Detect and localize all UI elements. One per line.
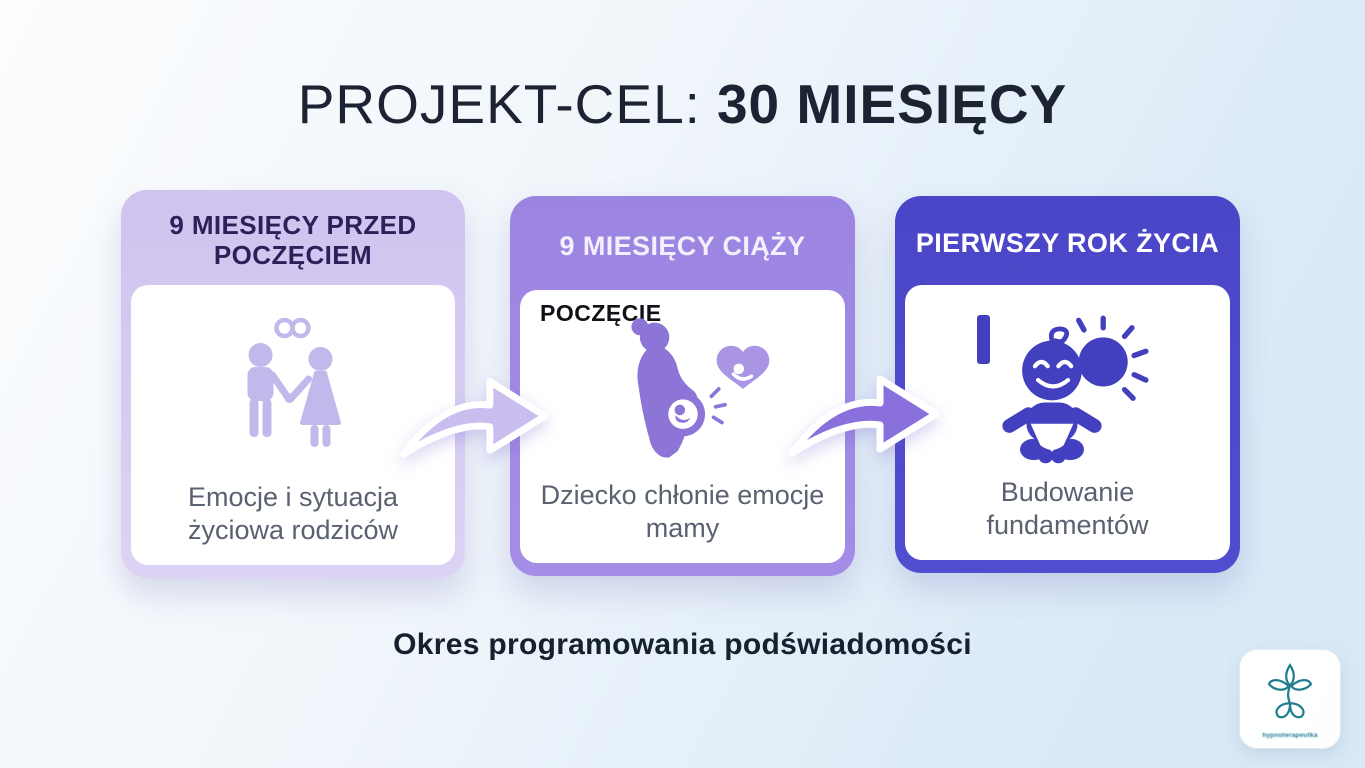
card-pregnancy-body: POCZĘCIE bbox=[520, 290, 845, 563]
arrow-right-icon-1 bbox=[399, 378, 549, 458]
card-pregnancy: 9 MIESIĘCY CIĄŻY POCZĘCIE bbox=[510, 196, 855, 576]
card-first-year-header: PIERWSZY ROK ŻYCIA bbox=[915, 228, 1220, 259]
card-preconception-caption: Emocje i sytuacja życiowa rodziców bbox=[187, 482, 399, 546]
card-preconception-header: 9 MIESIĘCY PRZED POCZĘCIEM bbox=[169, 210, 417, 270]
page-title: PROJEKT-CEL:30 MIESIĘCY bbox=[0, 72, 1365, 136]
card-first-year: PIERWSZY ROK ŻYCIA bbox=[895, 196, 1240, 573]
title-prefix: PROJEKT-CEL: bbox=[297, 73, 701, 135]
logo-badge: hypnoterapeutka bbox=[1239, 649, 1341, 749]
card-pregnancy-header: 9 MIESIĘCY CIĄŻY bbox=[559, 230, 806, 261]
vertical-accent-bar bbox=[977, 315, 990, 364]
baby-sun-icon bbox=[1001, 315, 1149, 464]
card-first-year-body: Budowanie fundamentów bbox=[905, 285, 1230, 560]
card-first-year-caption: Budowanie fundamentów bbox=[986, 477, 1149, 541]
title-emphasis: 30 MIESIĘCY bbox=[716, 73, 1068, 135]
tree-logo-icon bbox=[1267, 662, 1313, 718]
logo-text: hypnoterapeutka bbox=[1262, 731, 1318, 739]
pregnant-woman-heart-icon bbox=[630, 318, 769, 458]
couple-infinity-icon bbox=[247, 317, 341, 447]
footer-caption: Okres programowania podświadomości bbox=[393, 628, 972, 661]
card-preconception-body: Emocje i sytuacja życiowa rodziców bbox=[131, 285, 455, 565]
card-pregnancy-caption: Dziecko chłonie emocje mamy bbox=[540, 480, 825, 544]
card-preconception: 9 MIESIĘCY PRZED POCZĘCIEM bbox=[121, 190, 465, 578]
arrow-right-icon-2 bbox=[788, 375, 940, 457]
